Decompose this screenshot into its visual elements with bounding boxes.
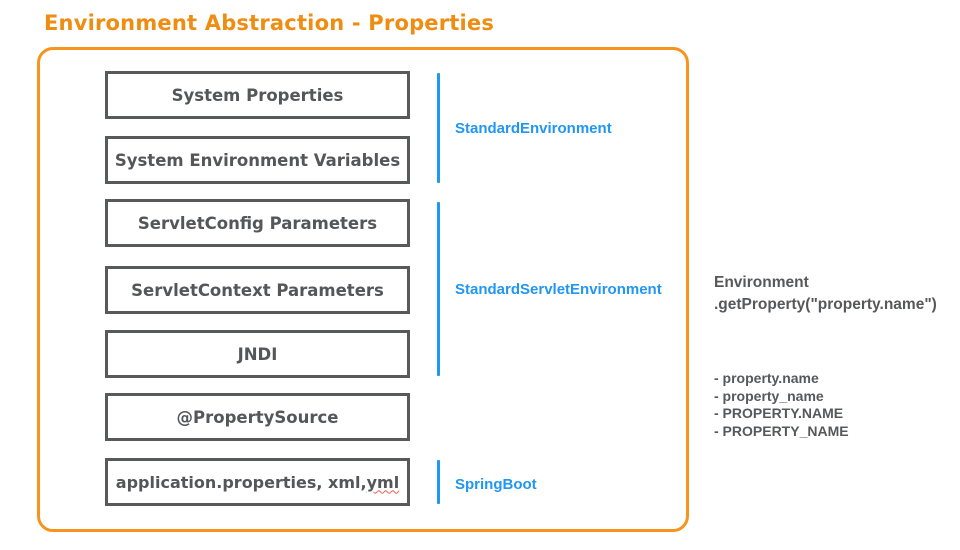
box-system-properties: System Properties bbox=[105, 71, 410, 119]
box-label: System Properties bbox=[171, 85, 344, 105]
group-bracket-standard-servlet-environment bbox=[437, 202, 440, 376]
list-item: - property.name bbox=[714, 370, 819, 386]
box-jndi: JNDI bbox=[105, 330, 410, 378]
environment-getproperty-annotation: Environment .getProperty("property.name"… bbox=[714, 272, 937, 316]
annotation-line-2: .getProperty("property.name") bbox=[714, 296, 937, 313]
group-bracket-springboot bbox=[437, 460, 440, 504]
box-label: ServletConfig Parameters bbox=[137, 213, 378, 233]
box-application-properties: application.properties, xml, yml bbox=[105, 458, 410, 506]
box-label: application.properties, xml, bbox=[115, 472, 367, 492]
box-label: System Environment Variables bbox=[114, 150, 401, 170]
box-label: JNDI bbox=[237, 344, 278, 364]
page-title: Environment Abstraction - Properties bbox=[44, 11, 495, 35]
annotation-line-1: Environment bbox=[714, 274, 809, 291]
box-label: ServletContext Parameters bbox=[131, 280, 384, 300]
box-servletconfig-parameters: ServletConfig Parameters bbox=[105, 199, 410, 247]
group-label-standard-environment: StandardEnvironment bbox=[455, 120, 612, 137]
box-system-environment-variables: System Environment Variables bbox=[105, 136, 410, 184]
box-label-misspelled-word: yml bbox=[366, 472, 400, 492]
box-servletcontext-parameters: ServletContext Parameters bbox=[105, 266, 410, 314]
list-item: - PROPERTY_NAME bbox=[714, 422, 849, 439]
property-name-variants-list: - property.name - property_name - PROPER… bbox=[714, 370, 849, 440]
list-item: - property_name bbox=[714, 387, 824, 404]
box-label: @PropertySource bbox=[176, 407, 339, 427]
group-label-springboot: SpringBoot bbox=[455, 476, 537, 493]
group-label-standard-servlet-environment: StandardServletEnvironment bbox=[455, 281, 662, 298]
list-item: - PROPERTY.NAME bbox=[714, 405, 844, 421]
group-bracket-standard-environment bbox=[437, 73, 440, 183]
box-propertysource: @PropertySource bbox=[105, 393, 410, 441]
